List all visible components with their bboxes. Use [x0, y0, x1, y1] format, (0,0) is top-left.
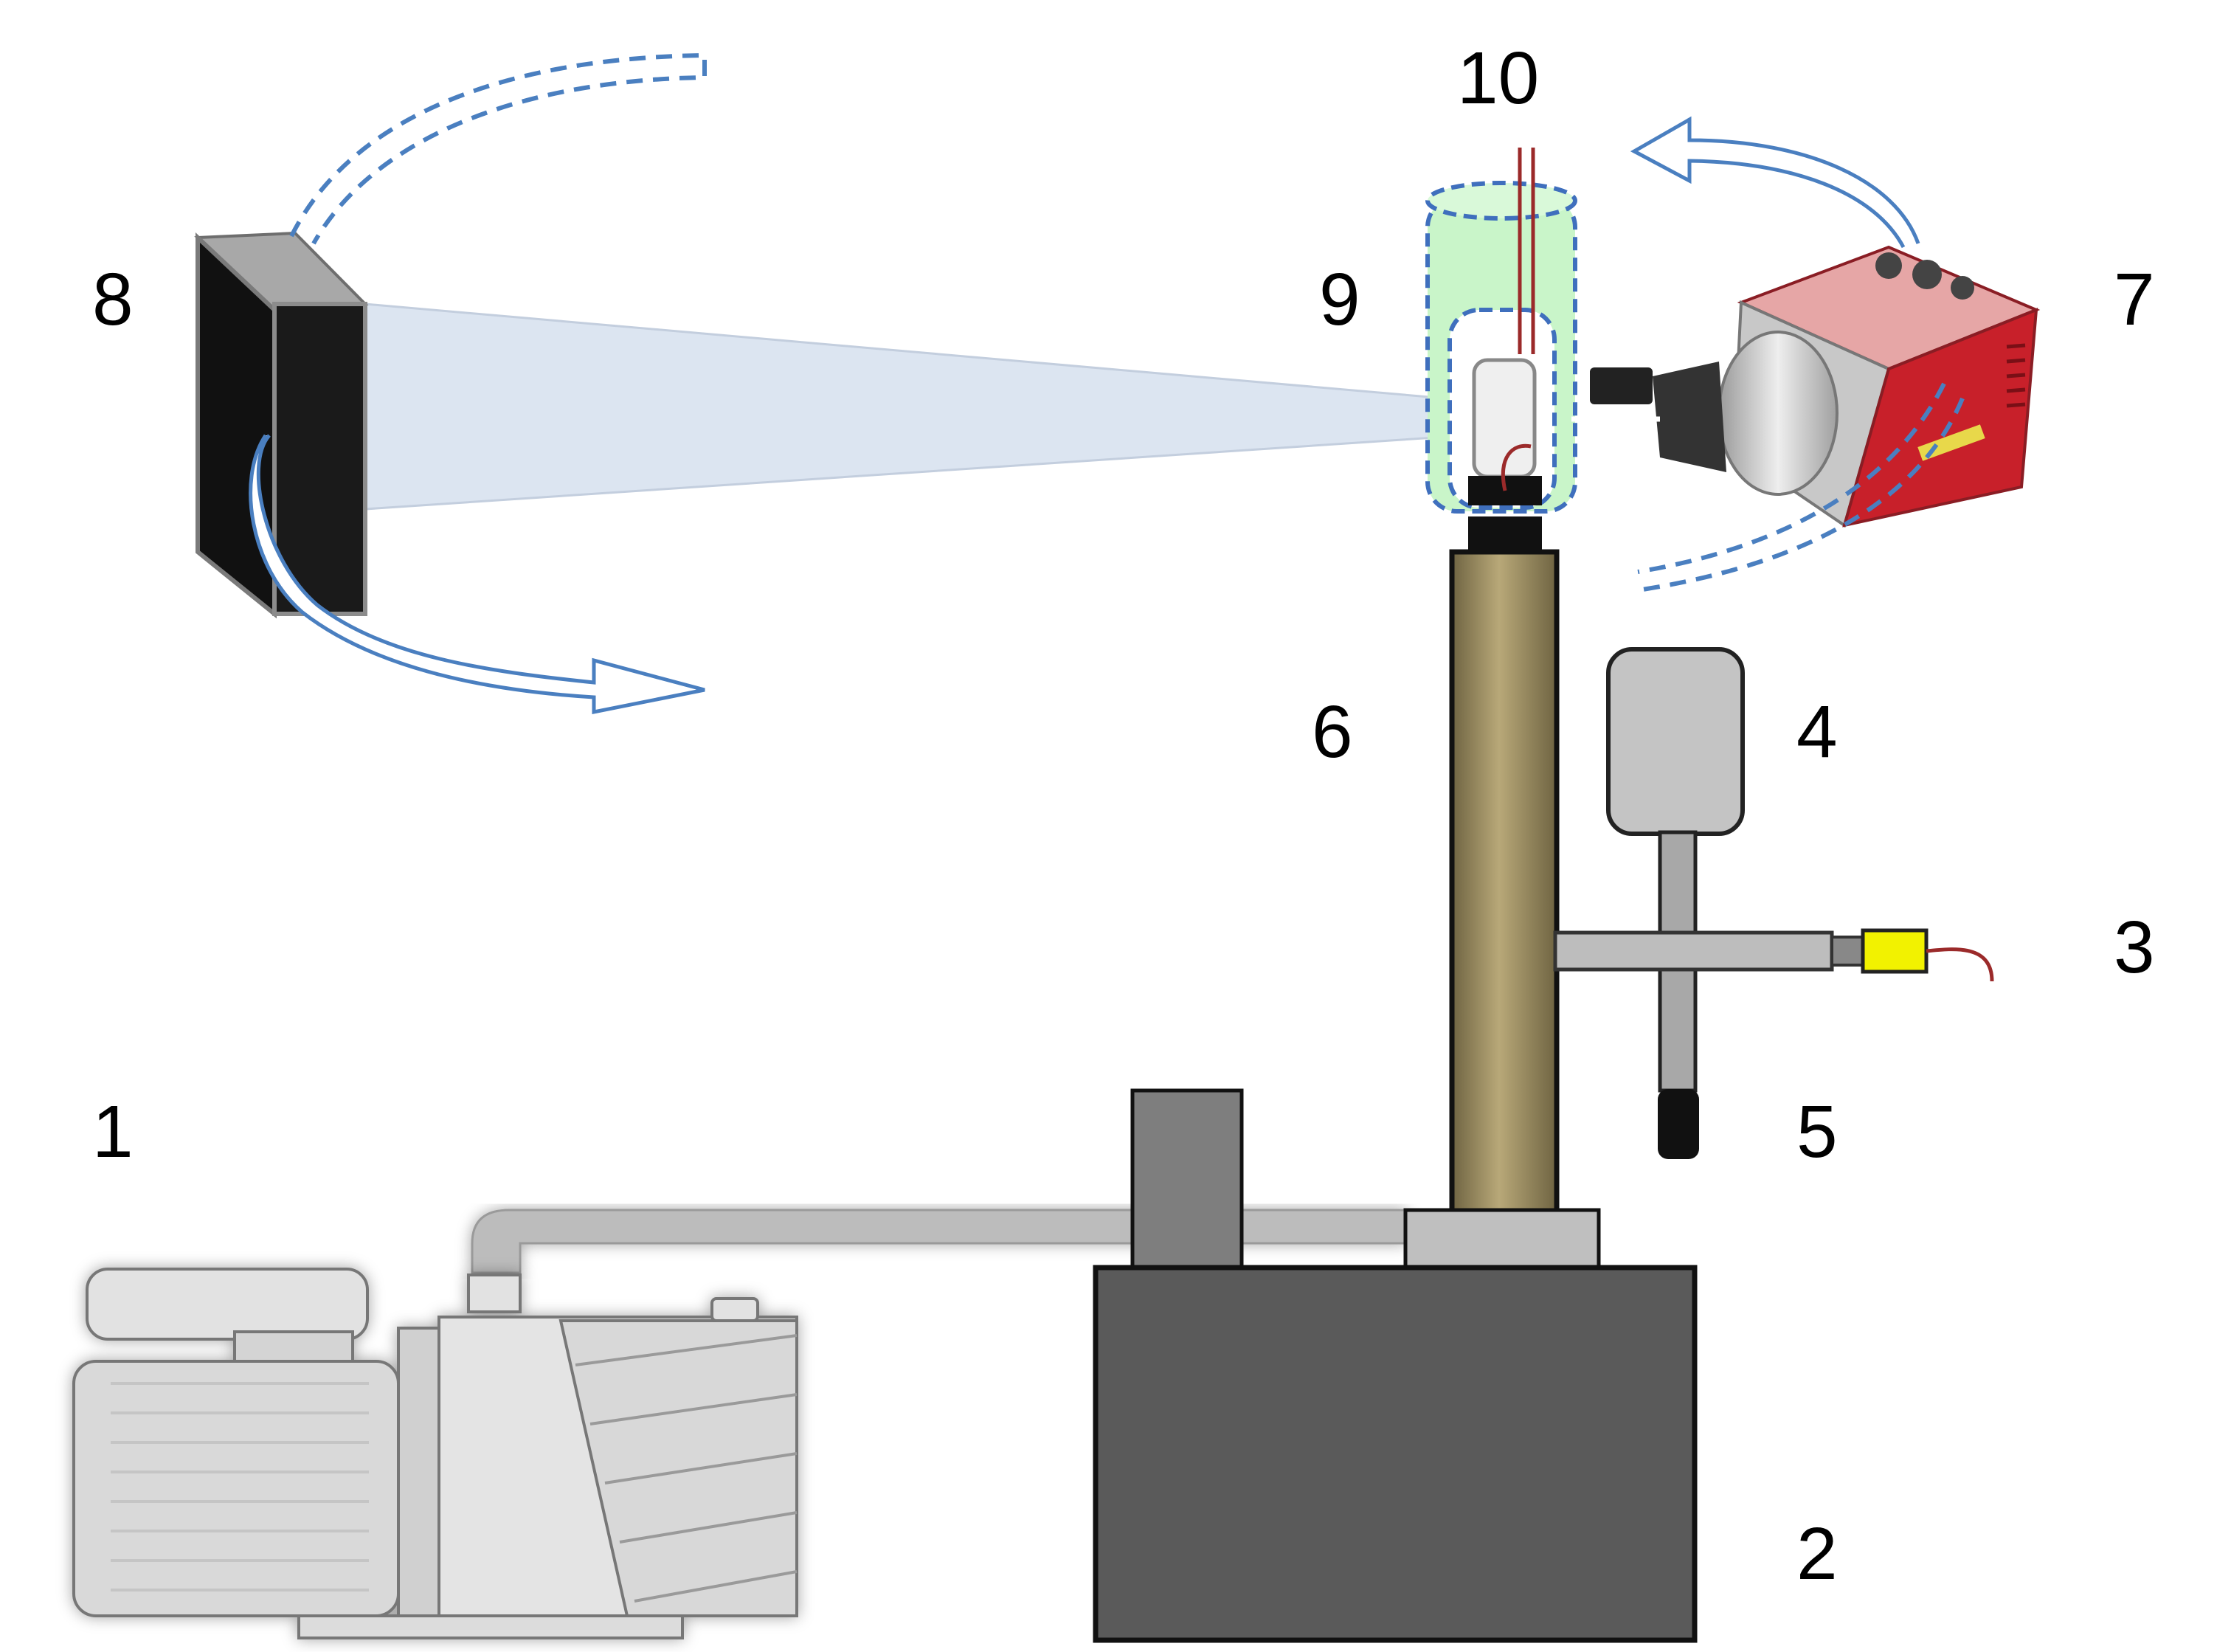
column-base-flange: [1403, 1208, 1601, 1273]
label-8: 8: [92, 258, 134, 341]
vacuum-hose: [471, 1209, 1407, 1274]
source-rotation-arrow: [1630, 116, 1920, 249]
side-arm: [1553, 930, 1834, 972]
label-7: 7: [2114, 258, 2155, 341]
vertical-column: [1449, 549, 1560, 1214]
base-chamber: [1093, 1265, 1698, 1643]
label-6: 6: [1312, 691, 1353, 773]
source-rotation-dashed-arrow: [1637, 382, 1965, 592]
valve-housing: [1130, 1088, 1244, 1271]
label-1: 1: [92, 1091, 134, 1173]
detector-rotation-dashed-arrow: [289, 52, 707, 245]
xray-beam: [364, 303, 1447, 511]
label-5: 5: [1796, 1091, 1838, 1173]
label-3: 3: [2114, 906, 2155, 989]
label-4: 4: [1796, 691, 1838, 773]
rotary-vacuum-pump: [72, 1268, 798, 1639]
side-arm-coupler: [1830, 936, 1864, 967]
label-2: 2: [1796, 1513, 1838, 1595]
column-top-adapter: [1468, 516, 1542, 552]
pressure-gauge: [1606, 647, 1745, 836]
label-10: 10: [1457, 37, 1539, 120]
label-9: 9: [1319, 258, 1360, 341]
thermocouple-connector: [1861, 928, 1929, 974]
thermocouple-wire: [1926, 947, 1994, 982]
cold-trap: [1658, 1089, 1699, 1159]
detector-rotation-arrow: [249, 434, 705, 715]
sample-chamber: [1425, 148, 1577, 514]
xray-source: [1571, 245, 2041, 528]
